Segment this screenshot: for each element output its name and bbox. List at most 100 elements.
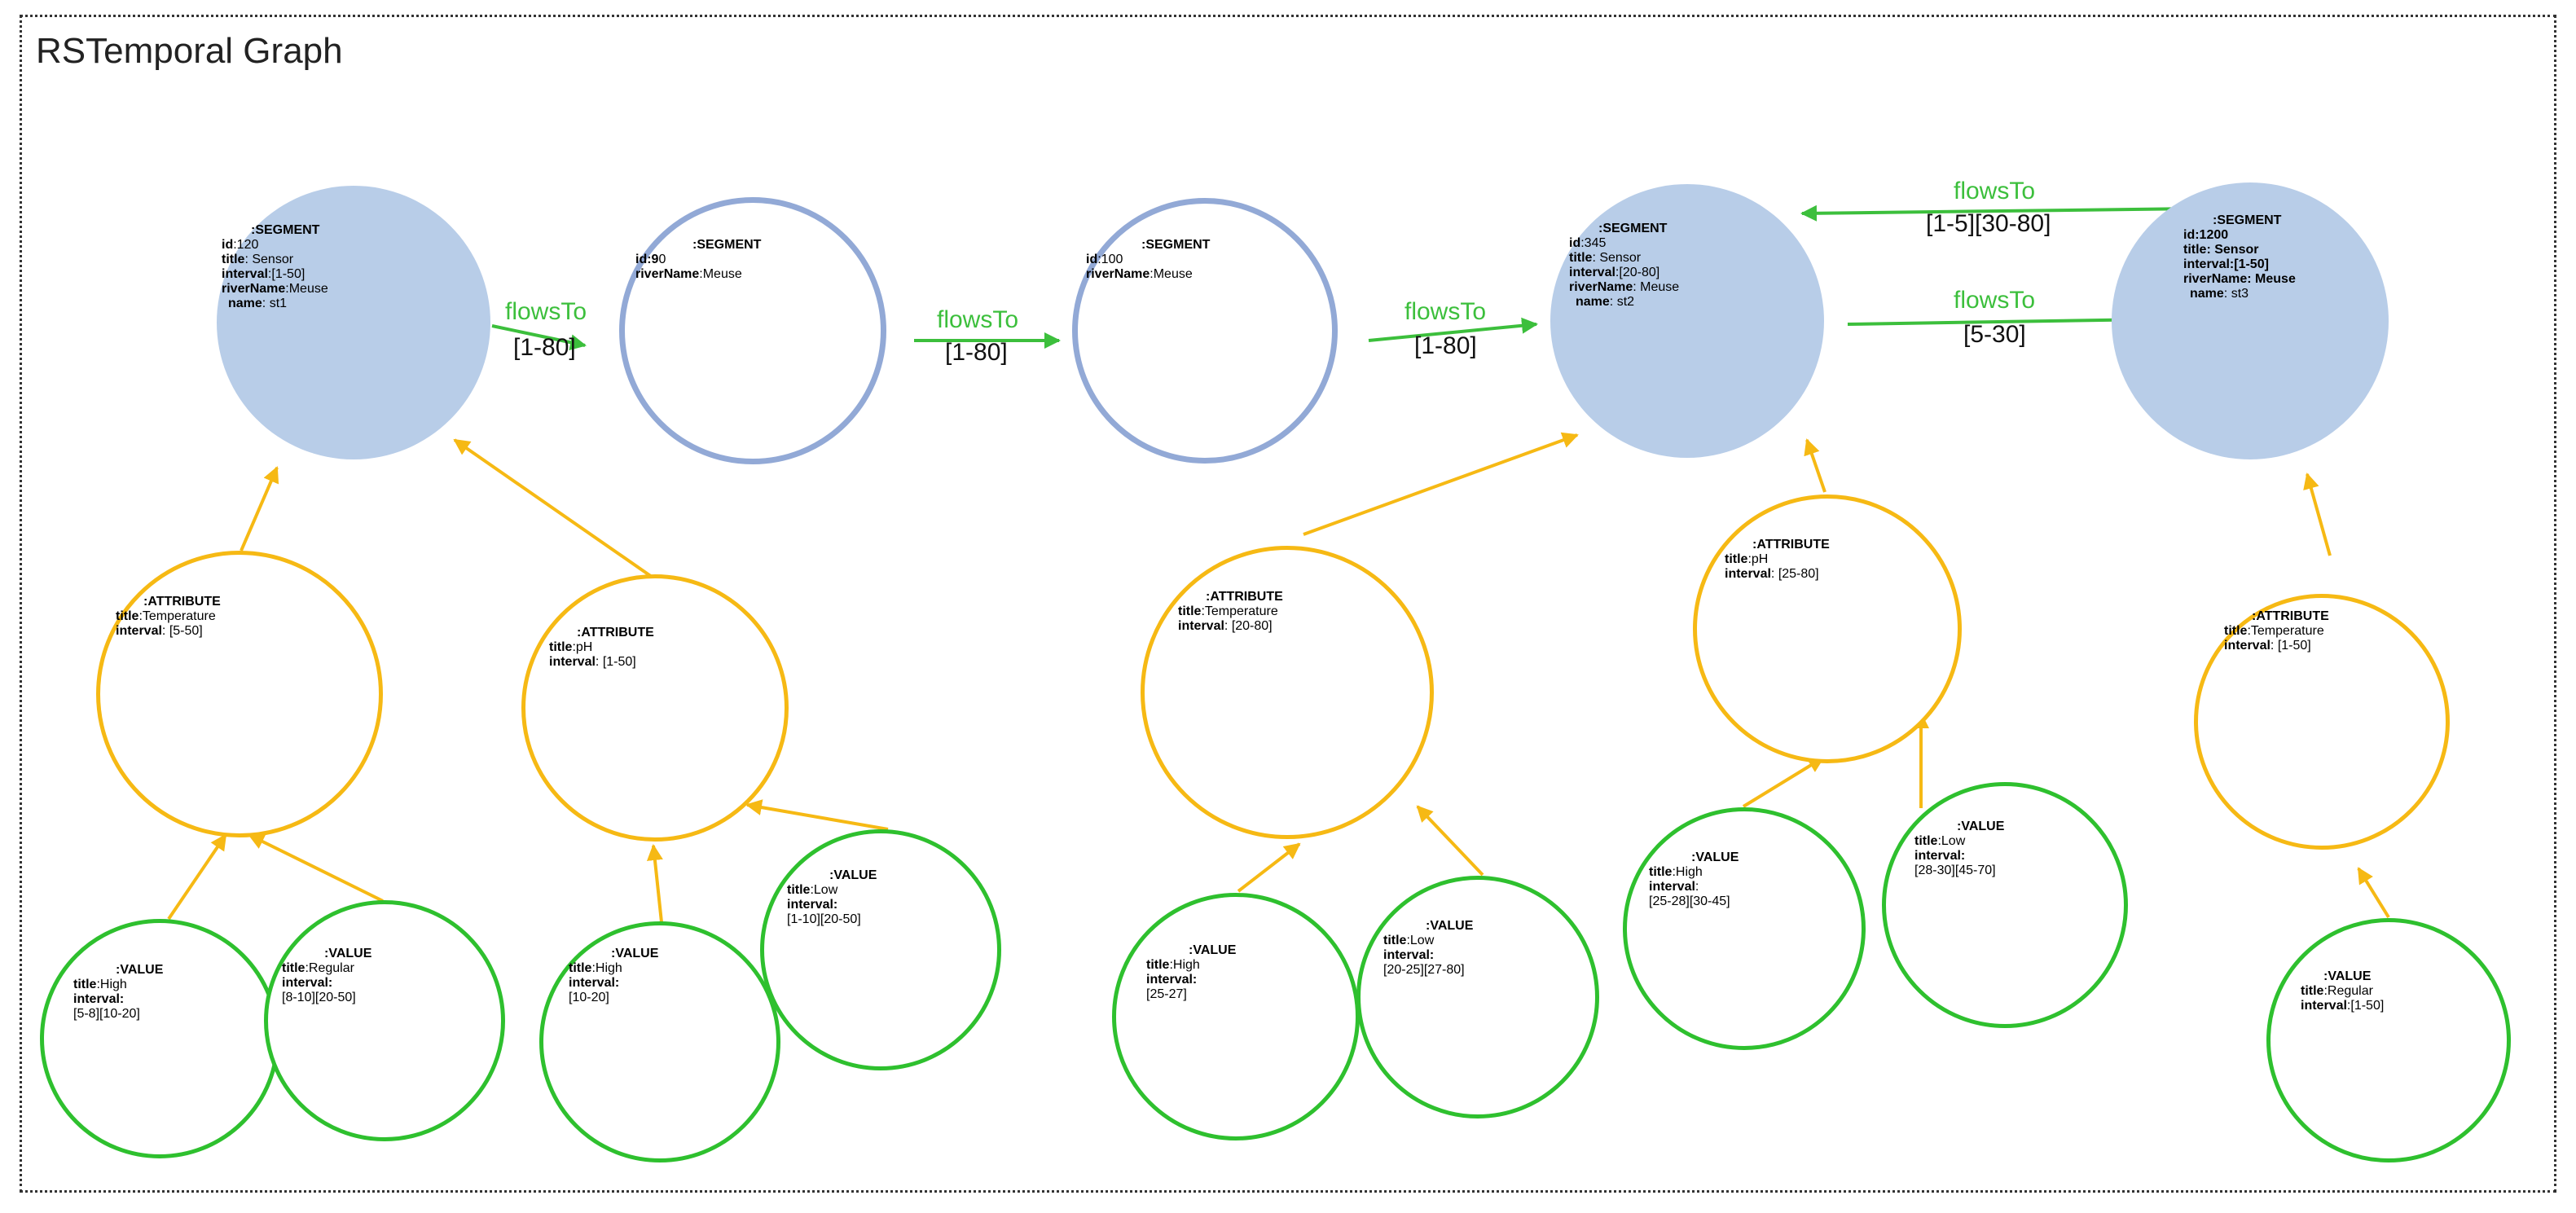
property-value: [8-10][20-50]: [282, 991, 356, 1004]
node-property: name: st2: [1569, 295, 1679, 310]
property-key: interval:: [1383, 948, 1435, 962]
value-node[interactable]: [760, 829, 1001, 1070]
property-value: :pH: [572, 640, 593, 654]
node-property: id:100: [1086, 253, 1210, 267]
flows-to-edge: [1368, 317, 1538, 342]
has-attribute-edge: [248, 833, 384, 903]
property-key: title: [1725, 552, 1748, 566]
segment-node[interactable]: [619, 197, 886, 464]
property-key: title: [1383, 934, 1407, 947]
node-property: interval:: [787, 898, 877, 912]
attribute-node[interactable]: [96, 551, 383, 837]
property-value: :Low: [1406, 934, 1435, 947]
node-property: riverName:Meuse: [635, 267, 761, 282]
property-value: :[1-50]: [2346, 999, 2385, 1013]
property-key: riverName: [635, 267, 700, 281]
node-property: title: Sensor: [222, 253, 328, 267]
property-value: [20-25][27-80]: [1383, 963, 1465, 977]
property-key: title: [222, 253, 245, 266]
value-node[interactable]: [539, 921, 780, 1162]
node-type-label: :ATTRIBUTE: [1206, 590, 1283, 604]
segment-node[interactable]: [1550, 184, 1824, 458]
property-key: id: [222, 238, 234, 252]
property-value: [10-20]: [569, 991, 609, 1004]
property-key: name: [1576, 295, 1610, 309]
property-value: :High: [1672, 865, 1703, 879]
node-type-label: :VALUE: [116, 963, 164, 977]
segment-node[interactable]: [2112, 182, 2389, 459]
attribute-node[interactable]: [1141, 546, 1434, 839]
node-property: title:High: [569, 961, 658, 976]
property-value: : Sensor: [1592, 251, 1642, 265]
property-key: interval: [116, 624, 162, 638]
has-attribute-edge: [1237, 842, 1301, 893]
node-property: [25-28][30-45]: [1649, 894, 1739, 909]
node-property: title:Low: [787, 883, 877, 898]
node-property: interval: [25-80]: [1725, 567, 1830, 582]
property-key: title: [549, 640, 573, 654]
edge-relation-label: flowsTo: [1404, 298, 1487, 325]
property-key: title: [116, 609, 139, 623]
property-value: :Temperature: [138, 609, 216, 623]
property-value: :: [1695, 880, 1699, 894]
node-property: riverName: Meuse: [1569, 280, 1679, 295]
property-key: interval:: [282, 976, 333, 990]
node-property: [1-10][20-50]: [787, 912, 877, 927]
segment-node[interactable]: [217, 186, 490, 459]
property-value: :[1-50]: [267, 267, 306, 281]
value-node[interactable]: [1356, 876, 1599, 1119]
node-property: interval:: [1383, 948, 1473, 963]
node-type-label: :VALUE: [1426, 919, 1474, 933]
node-property: title:Temperature: [2224, 624, 2329, 639]
property-value: :Low: [1937, 834, 1966, 848]
node-property: title: Sensor: [1569, 251, 1679, 266]
has-attribute-edge: [1742, 756, 1825, 808]
property-key: name: [2190, 287, 2224, 301]
node-property: riverName:Meuse: [1086, 267, 1210, 282]
value-node[interactable]: [1882, 782, 2128, 1028]
property-value: : [1-50]: [2270, 639, 2311, 653]
node-type-label: :VALUE: [611, 947, 659, 960]
value-node[interactable]: [40, 919, 279, 1158]
property-value: :Meuse: [285, 282, 328, 296]
attribute-node[interactable]: [2194, 594, 2450, 850]
property-value: :100: [1097, 253, 1123, 266]
node-property: interval: [20-80]: [1178, 619, 1283, 634]
edge-interval-label: [1-80]: [945, 339, 1008, 366]
node-property: title:Regular: [2301, 984, 2384, 999]
property-value: : st2: [1609, 295, 1635, 309]
node-property: id:120: [222, 238, 328, 253]
node-property: riverName:Meuse: [222, 282, 328, 297]
attribute-node[interactable]: [521, 574, 789, 842]
property-value: :Regular: [2323, 984, 2373, 998]
property-value: :Meuse: [1150, 267, 1193, 281]
property-value: :120: [233, 238, 259, 252]
edge-interval-label: [1-80]: [1414, 332, 1477, 359]
node-property: interval: [1-50]: [2224, 639, 2329, 653]
attribute-node[interactable]: [1693, 494, 1962, 763]
property-key: id:1200: [2183, 228, 2229, 242]
value-node[interactable]: [1623, 807, 1866, 1050]
property-key: title: [1178, 604, 1202, 618]
property-value: : Sensor: [244, 253, 294, 266]
value-node[interactable]: [2266, 918, 2511, 1162]
property-key: title: [1649, 865, 1673, 879]
node-property: interval: [1-50]: [549, 655, 654, 670]
node-property: [28-30][45-70]: [1914, 864, 2004, 878]
value-node[interactable]: [264, 900, 505, 1141]
node-type-label: :SEGMENT: [251, 223, 320, 237]
property-value: [25-28][30-45]: [1649, 894, 1730, 908]
segment-node[interactable]: [1072, 198, 1338, 464]
value-node[interactable]: [1112, 893, 1360, 1140]
node-type-label: :VALUE: [1691, 850, 1739, 864]
property-value: : Meuse: [1633, 280, 1680, 294]
node-property: interval:[1-50]: [222, 267, 328, 282]
property-key: interval: [1569, 266, 1615, 279]
